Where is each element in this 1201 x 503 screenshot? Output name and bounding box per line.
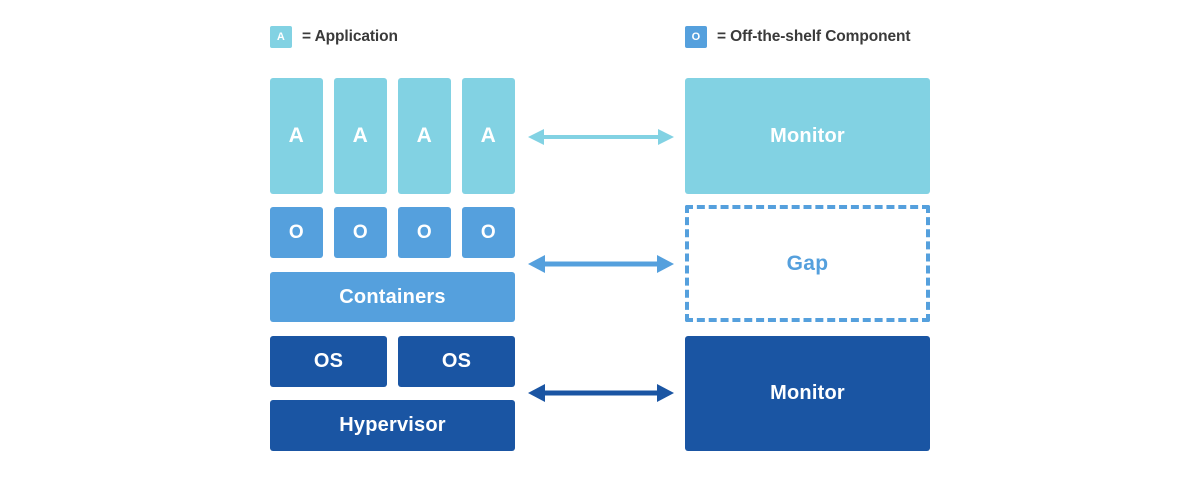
application-cell-3: A — [398, 78, 451, 194]
containers-block: Containers — [270, 272, 515, 322]
legend-swatch-off-the-shelf-component: O — [685, 26, 707, 48]
component-cell-2-label: O — [352, 221, 369, 243]
application-cell-3-label: A — [416, 124, 433, 147]
arrow-application-monitor — [528, 126, 674, 148]
component-cell-1: O — [270, 207, 323, 258]
os-block-2: OS — [398, 336, 515, 387]
monitor-top-label: Monitor — [770, 124, 845, 147]
monitor-bottom-block: Monitor — [685, 336, 930, 451]
component-cell-2: O — [334, 207, 387, 258]
legend-swatch-application-glyph: A — [276, 31, 286, 43]
legend-label-application: = Application — [302, 28, 398, 45]
legend-item-off-the-shelf-component: O = Off-the-shelf Component — [685, 26, 911, 48]
hypervisor-block: Hypervisor — [270, 400, 515, 451]
legend-label-off-the-shelf-component: = Off-the-shelf Component — [717, 28, 911, 45]
arrow-containers-gap-icon — [528, 255, 674, 273]
application-cell-4-label: A — [480, 124, 497, 147]
gap-box: Gap — [685, 205, 930, 322]
arrow-hypervisor-monitor — [528, 381, 674, 405]
os-block-2-label: OS — [441, 350, 472, 372]
application-cell-2-label: A — [352, 124, 369, 147]
component-cell-3-label: O — [416, 221, 433, 243]
application-cell-4: A — [462, 78, 515, 194]
arrow-application-monitor-icon — [528, 129, 674, 145]
application-cell-1-label: A — [288, 124, 305, 147]
application-cell-2: A — [334, 78, 387, 194]
component-cell-4: O — [462, 207, 515, 258]
component-cell-4-label: O — [480, 221, 497, 243]
arrow-hypervisor-monitor-icon — [528, 384, 674, 402]
component-cell-3: O — [398, 207, 451, 258]
monitor-top-block: Monitor — [685, 78, 930, 194]
arrow-containers-gap — [528, 252, 674, 276]
application-cell-1: A — [270, 78, 323, 194]
os-block-1-label: OS — [313, 350, 344, 372]
legend-swatch-application: A — [270, 26, 292, 48]
legend-item-application: A = Application — [270, 26, 398, 48]
containers-label: Containers — [339, 285, 446, 308]
legend-swatch-off-the-shelf-component-glyph: O — [691, 31, 701, 43]
os-block-1: OS — [270, 336, 387, 387]
component-cell-1-label: O — [288, 221, 305, 243]
monitor-bottom-label: Monitor — [770, 382, 845, 404]
hypervisor-label: Hypervisor — [339, 414, 446, 436]
gap-label: Gap — [786, 251, 829, 275]
